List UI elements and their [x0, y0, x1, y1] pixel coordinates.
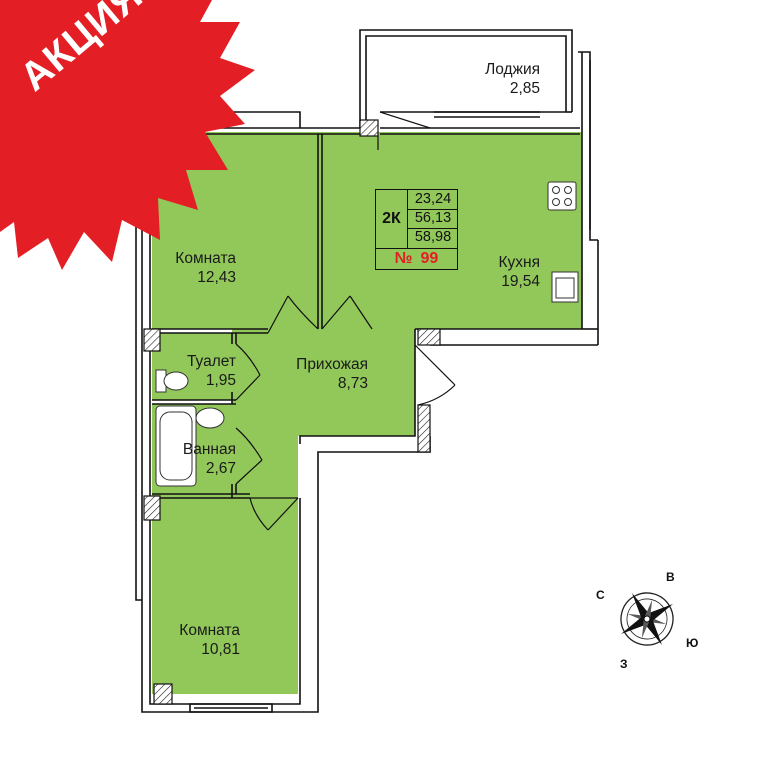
columns: [143, 119, 441, 705]
total-area-with-loggia: 58,98: [414, 229, 452, 245]
room-label-toilet: Туалет 1,95: [164, 352, 236, 390]
room-label-bath: Ванная 2,67: [162, 440, 236, 478]
stove: [547, 181, 577, 211]
room-name: Комната: [175, 250, 236, 267]
room-name: Комната: [179, 622, 240, 639]
walls: [135, 29, 599, 713]
room-area: 10,81: [201, 641, 240, 658]
room-area: 1,95: [205, 372, 236, 389]
room-name: Кухня: [498, 254, 540, 271]
floor-room2: [152, 498, 298, 694]
floor-hall: [232, 329, 415, 498]
room-label-hall: Прихожая 8,73: [270, 355, 368, 393]
room-area: 2,67: [205, 460, 236, 477]
compass-east: В: [666, 570, 675, 584]
room-area: 19,54: [501, 273, 540, 290]
total-area: 56,13: [414, 210, 452, 226]
floor-kitchen: [320, 132, 582, 329]
compass: [620, 592, 674, 646]
fixtures: [155, 181, 579, 487]
room-area: 2,85: [509, 80, 540, 97]
washbasin: [195, 407, 225, 429]
promo-badge: [0, 0, 255, 270]
compass-west: З: [620, 657, 628, 671]
room-name: Лоджия: [485, 61, 540, 78]
room-name: Туалет: [186, 353, 236, 370]
room-label-room1: Комната 12,43: [150, 249, 236, 287]
number-sign: №: [394, 250, 413, 267]
doors: [235, 111, 456, 531]
compass-south: Ю: [686, 636, 699, 650]
room-area: 8,73: [337, 375, 368, 392]
room-label-kitchen: Кухня 19,54: [470, 253, 540, 291]
apartment-number: № 99: [376, 248, 457, 269]
room-name: Прихожая: [296, 356, 368, 373]
room-label-loggia: Лоджия 2,85: [450, 60, 540, 98]
room-name: Ванная: [182, 441, 236, 458]
room-label-room2: Комната 10,81: [150, 621, 240, 659]
living-area: 23,24: [414, 191, 452, 207]
number-value: 99: [420, 250, 439, 267]
apartment-type: 2К: [376, 190, 408, 248]
compass-north: С: [596, 588, 605, 602]
room-area: 12,43: [197, 269, 236, 286]
apartment-info-box: 2К 23,24 56,13 58,98 № 99: [375, 189, 458, 270]
